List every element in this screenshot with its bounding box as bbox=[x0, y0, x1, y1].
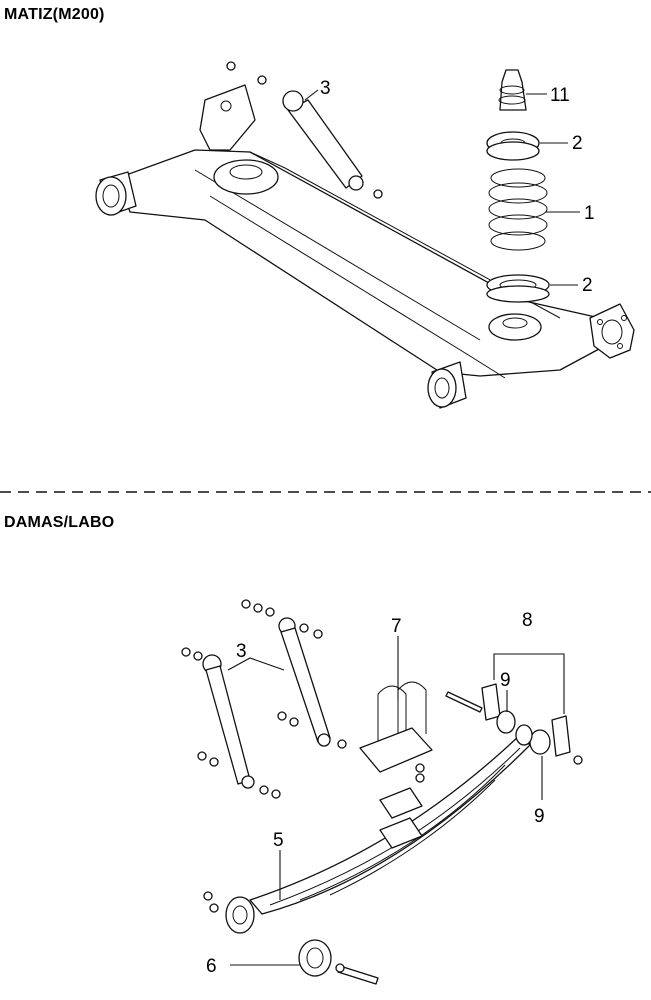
rear-axle-beam bbox=[117, 149, 613, 379]
shackle-bushing-lower bbox=[529, 729, 551, 755]
damas-label-shock-absorber: 3 bbox=[236, 641, 247, 662]
damas-label-u-bolt: 7 bbox=[391, 616, 402, 637]
nut-icon bbox=[373, 189, 383, 199]
nut-icon bbox=[259, 785, 269, 795]
nut-icon bbox=[197, 751, 207, 761]
damas-label-bushing: 6 bbox=[206, 956, 217, 977]
shock-absorber-matiz bbox=[226, 61, 383, 199]
spring-shackle bbox=[445, 683, 571, 757]
matiz-label-lower-insulator: 2 bbox=[582, 275, 593, 296]
washer-icon bbox=[257, 75, 267, 85]
damas-label-bushing-upper: 9 bbox=[500, 670, 511, 691]
fasteners bbox=[181, 599, 583, 973]
nut-icon bbox=[337, 739, 347, 749]
nut-icon bbox=[573, 755, 583, 765]
matiz-label-bump-stopper: 11 bbox=[550, 85, 570, 106]
nut-icon bbox=[226, 61, 236, 71]
lower-spring-insulator bbox=[486, 274, 550, 303]
lower-spring-pad bbox=[379, 817, 423, 849]
spring-eye-bushing bbox=[225, 896, 255, 934]
nut-icon bbox=[277, 711, 287, 721]
left-spring-seat bbox=[213, 159, 279, 195]
nut-icon bbox=[299, 623, 309, 633]
u-bolt bbox=[359, 681, 433, 783]
left-shock-bracket bbox=[199, 84, 256, 151]
right-hub-flange bbox=[589, 303, 635, 359]
bump-stopper bbox=[498, 69, 527, 111]
washer-icon bbox=[271, 789, 281, 799]
matiz-rear-axle-group: 3 11 2 1 2 bbox=[95, 61, 635, 409]
washer-icon bbox=[193, 651, 203, 661]
right-spring-seat bbox=[488, 313, 542, 341]
bushing-6 bbox=[298, 939, 332, 977]
washer-icon bbox=[253, 603, 263, 613]
coil-spring bbox=[488, 168, 548, 251]
section-title-damas-labo: DAMAS/LABO bbox=[4, 514, 115, 531]
matiz-label-shock-absorber: 3 bbox=[320, 78, 331, 99]
washer-icon bbox=[289, 717, 299, 727]
upper-spring-pad bbox=[379, 787, 423, 819]
right-bushing bbox=[427, 361, 467, 409]
nut-icon bbox=[313, 629, 323, 639]
shock-absorber-right bbox=[278, 617, 331, 747]
damas-labo-suspension-group: 3 7 8 9 9 5 6 bbox=[181, 599, 583, 985]
matiz-label-coil-spring: 1 bbox=[584, 203, 595, 224]
upper-spring-insulator bbox=[486, 131, 540, 161]
nut-icon bbox=[241, 599, 251, 609]
damas-label-shackle: 8 bbox=[522, 610, 533, 631]
shock-absorber-left bbox=[202, 654, 255, 789]
left-bushing bbox=[95, 171, 137, 216]
section-title-matiz: MATIZ(M200) bbox=[4, 6, 105, 23]
nut-icon bbox=[181, 647, 191, 657]
nut-icon bbox=[203, 891, 213, 901]
washer-icon bbox=[209, 757, 219, 767]
shackle-bushing-upper bbox=[496, 710, 516, 734]
matiz-label-upper-insulator: 2 bbox=[572, 133, 583, 154]
damas-label-bushing-lower: 9 bbox=[534, 806, 545, 827]
washer-icon bbox=[265, 607, 275, 617]
nut-icon bbox=[335, 963, 345, 973]
damas-label-leaf-spring: 5 bbox=[273, 830, 284, 851]
washer-icon bbox=[209, 903, 219, 913]
